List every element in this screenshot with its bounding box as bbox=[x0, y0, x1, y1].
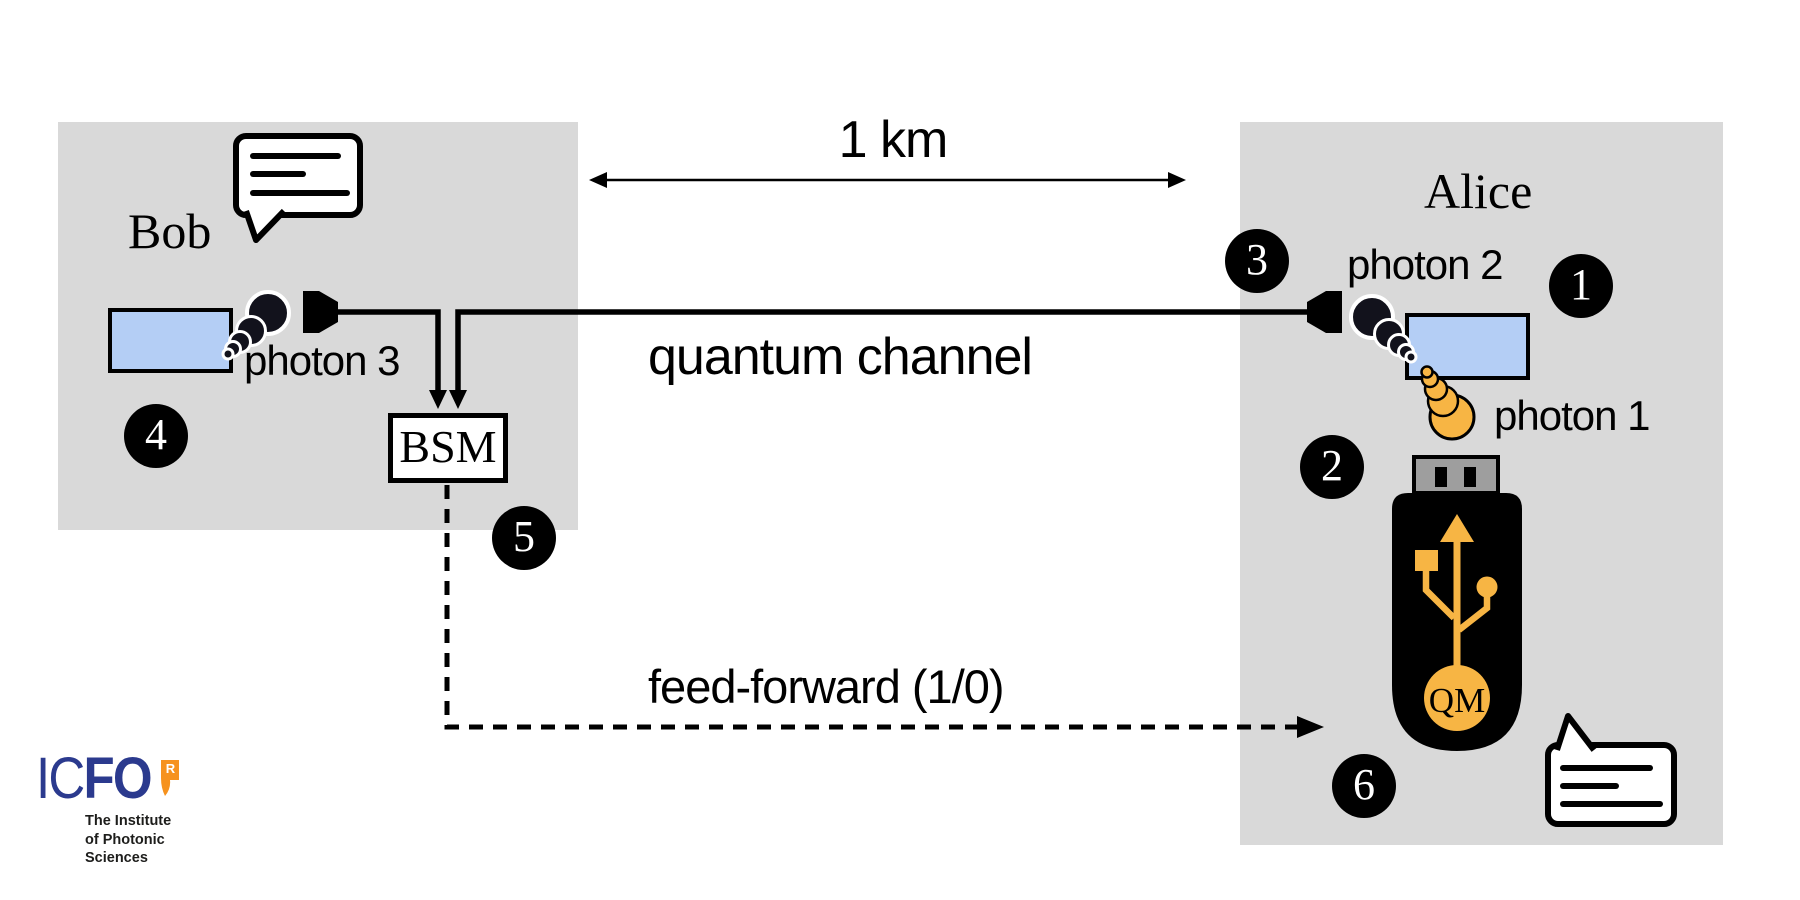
distance-label: 1 km bbox=[838, 111, 949, 169]
icfo-tagline-line: Sciences bbox=[85, 850, 148, 866]
usb-memory-stick-icon bbox=[1392, 455, 1522, 751]
photon-3-label: photon 3 bbox=[244, 337, 400, 384]
alice-label: Alice bbox=[1424, 163, 1533, 219]
step-badge-2: 2 bbox=[1300, 435, 1364, 499]
quantum-channel-line bbox=[337, 309, 1311, 409]
photon-3-icon bbox=[221, 290, 291, 361]
qm-label: QM bbox=[1428, 681, 1486, 720]
bob-label: Bob bbox=[128, 203, 212, 259]
step-badge-1: 1 bbox=[1549, 254, 1613, 318]
step-badge-4: 4 bbox=[124, 404, 188, 468]
step-badge-5: 5 bbox=[492, 506, 556, 570]
photon-2-icon bbox=[1349, 294, 1418, 364]
photon-1-label: photon 1 bbox=[1494, 392, 1650, 439]
icfo-tagline: The Institute of Photonic Sciences bbox=[85, 812, 171, 868]
usb-trident-icon bbox=[1415, 514, 1498, 731]
icfo-tagline-line: The Institute bbox=[85, 813, 172, 829]
icfo-logo-bold: FO bbox=[83, 746, 153, 811]
quantum-channel-label: quantum channel bbox=[648, 328, 1033, 386]
icfo-logo-r-letter: R bbox=[165, 761, 176, 776]
icfo-logo-mark bbox=[161, 760, 179, 796]
photon-1-icon bbox=[1420, 365, 1476, 441]
feed-forward-line bbox=[444, 485, 1324, 738]
photon-2-label: photon 2 bbox=[1347, 241, 1503, 288]
qm-circle bbox=[1424, 665, 1490, 731]
feed-forward-label: feed-forward (1/0) bbox=[648, 660, 1005, 713]
distance-arrow bbox=[589, 172, 1186, 188]
bsm-box: BSM bbox=[388, 413, 508, 483]
bob-detector bbox=[108, 308, 233, 373]
alice-speech-bubble-icon bbox=[1545, 713, 1677, 827]
icfo-logo: ICFO bbox=[36, 750, 153, 808]
step-badge-3: 3 bbox=[1225, 229, 1289, 293]
bob-speech-bubble-icon bbox=[233, 133, 363, 243]
fiber-connector-bob bbox=[303, 291, 338, 333]
fiber-connector-alice bbox=[1307, 291, 1342, 333]
step-badge-6: 6 bbox=[1332, 754, 1396, 818]
icfo-tagline-line: of Photonic bbox=[85, 831, 165, 848]
icfo-logo-thin: IC bbox=[36, 746, 85, 811]
